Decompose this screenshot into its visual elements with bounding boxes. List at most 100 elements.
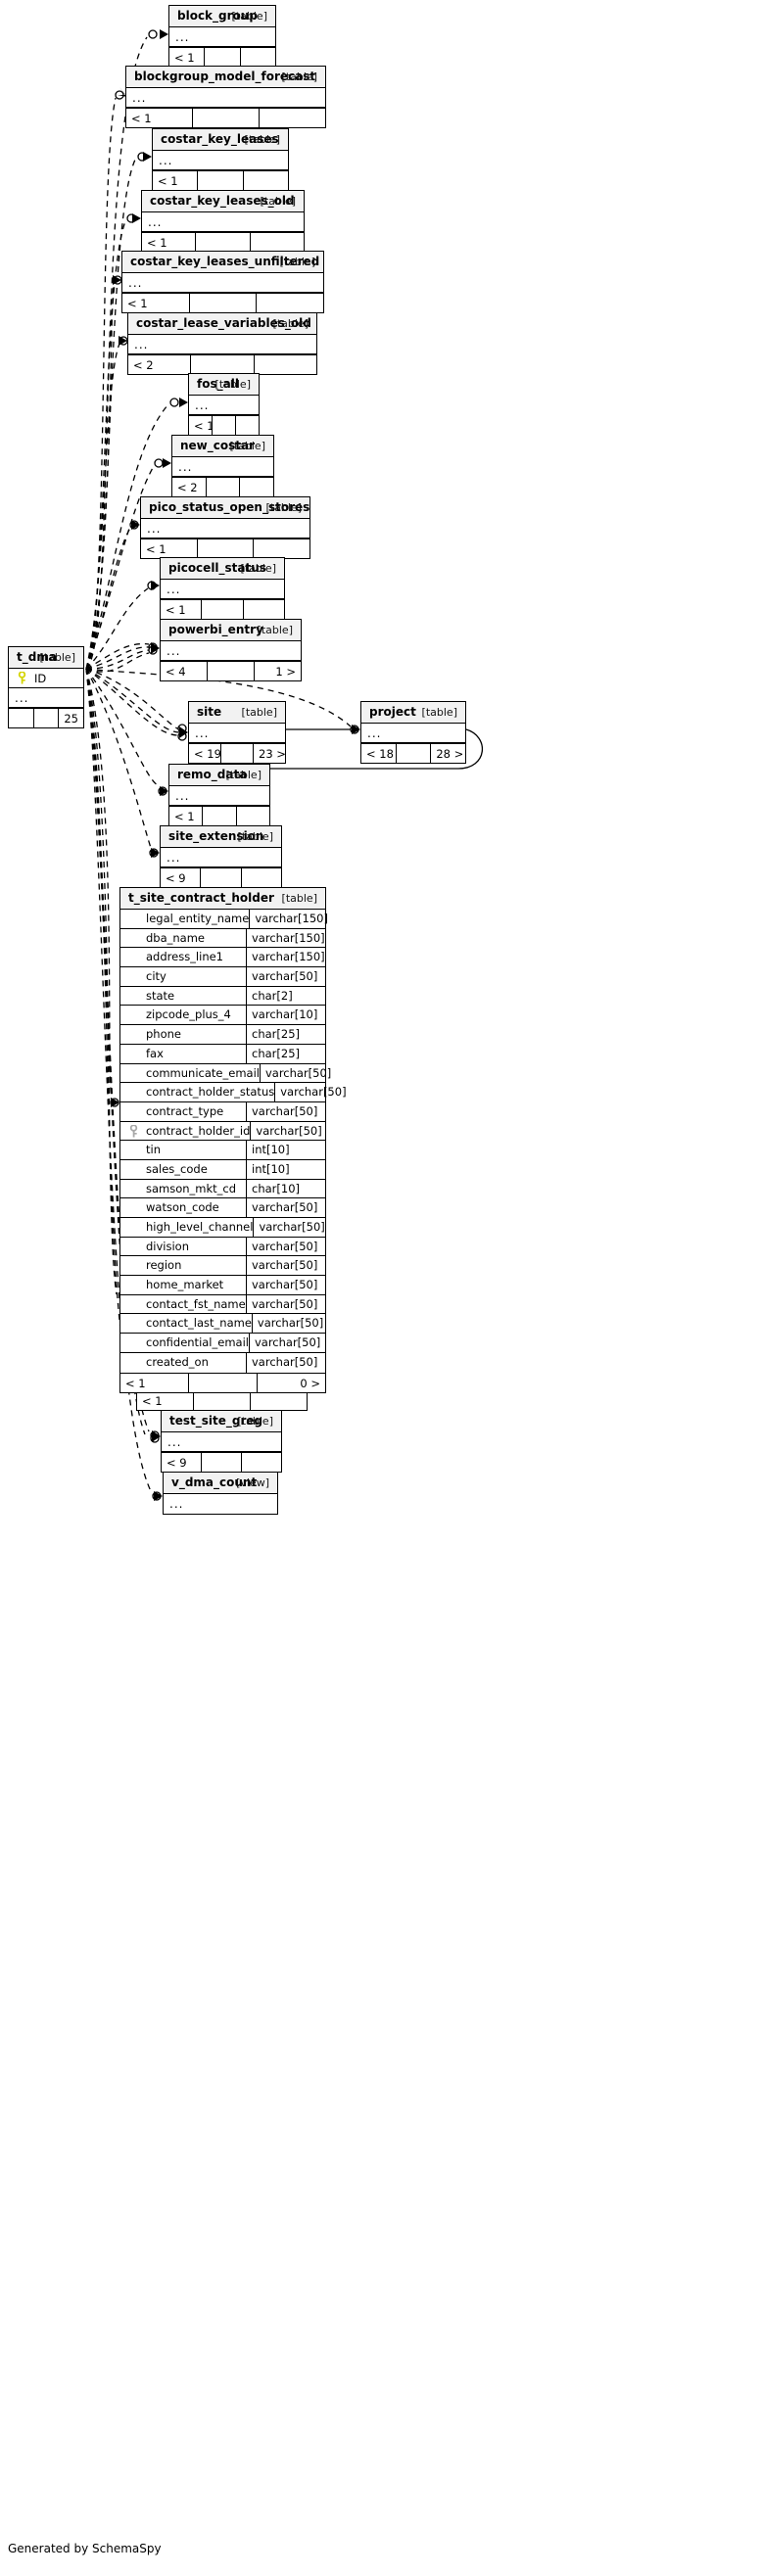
table-row-ellipsis: ... xyxy=(162,1432,281,1452)
table-node-block_group[interactable]: block_group[table]...< 1 xyxy=(168,5,276,68)
table-node-costar_lease_variables_old[interactable]: costar_lease_variables_old[table]...< 2 xyxy=(127,312,317,375)
table-node-new_costar[interactable]: new_costar[table]...< 2 xyxy=(171,435,274,497)
table-node-site_extension[interactable]: site_extension[table]...< 9 xyxy=(160,825,282,888)
table-header: v_dma_count[view] xyxy=(164,1473,277,1494)
footer-cell xyxy=(257,294,323,312)
table-node-test_site_greg[interactable]: test_site_greg[table]...< 9 xyxy=(161,1410,282,1473)
column-type: varchar[50] xyxy=(246,1256,325,1276)
table-name: t_site_contract_holder xyxy=(128,891,274,905)
footer-cell: 23 > xyxy=(259,747,285,761)
table-node-remo_data[interactable]: remo_data[table]...< 1 xyxy=(168,764,270,826)
table-name: remo_data xyxy=(177,768,248,781)
column-type: varchar[50] xyxy=(248,1334,328,1352)
table-kind: [table] xyxy=(244,133,280,146)
column-name: region xyxy=(146,1258,182,1273)
table-kind: [table] xyxy=(281,892,317,905)
ellipsis-label: ... xyxy=(175,30,190,44)
table-node-t_site_contract_holder[interactable]: t_site_contract_holder [table] legal_ent… xyxy=(119,887,347,1393)
footer-cell: 1 > xyxy=(275,665,296,679)
column-name: high_level_channel xyxy=(146,1220,254,1234)
table-name: pico_status_open_stores xyxy=(149,500,310,514)
table-footer: < 1 xyxy=(122,293,323,312)
table-name: picocell_status xyxy=(168,561,266,575)
footer-cell xyxy=(202,600,244,619)
footer-cell xyxy=(194,1391,251,1410)
table-header: powerbi_entry[table] xyxy=(161,620,301,641)
ellipsis-label: ... xyxy=(367,726,382,740)
table-footer: < 1 xyxy=(189,415,259,435)
table-name: costar_key_leases_unfiltered xyxy=(130,255,320,268)
table-kind: [table] xyxy=(260,195,296,208)
table-header: costar_key_leases[table] xyxy=(153,129,288,151)
table-node-costar_key_leases_old[interactable]: costar_key_leases_old[table]...< 1 xyxy=(141,190,305,253)
column-type: varchar[150] xyxy=(246,928,325,948)
ellipsis-label: ... xyxy=(175,789,190,803)
table-header: t_dma[table] xyxy=(9,647,83,669)
footer-cell xyxy=(201,868,242,887)
column-name: home_market xyxy=(146,1278,224,1292)
table-footer: < 9 xyxy=(162,1452,281,1472)
footer-cell xyxy=(242,1453,281,1472)
column-type: varchar[50] xyxy=(246,967,325,986)
table-kind: [table] xyxy=(225,769,262,781)
table-row-ellipsis: ... xyxy=(361,724,465,743)
table-node-picocell_status[interactable]: picocell_status[table]...< 1 xyxy=(160,557,285,620)
footer-cell: < 1 xyxy=(153,171,199,190)
table-row-ellipsis: ... xyxy=(161,580,284,599)
footer-cell xyxy=(202,1453,242,1472)
table-header: costar_key_leases_old[table] xyxy=(142,191,304,212)
column-type: varchar[50] xyxy=(246,1352,325,1373)
table-kind: [table] xyxy=(229,440,265,452)
footer-cell xyxy=(244,600,284,619)
column-name: state xyxy=(146,988,175,1003)
table-header: project[table] xyxy=(361,702,465,724)
footer-cell xyxy=(193,109,260,127)
generator-note: Generated by SchemaSpy xyxy=(8,2542,162,2555)
footer-cell: 0 > xyxy=(300,1376,320,1390)
table-footer: < 1 xyxy=(126,108,325,127)
footer-cell xyxy=(397,744,432,763)
table-node-t_dma[interactable]: t_dma[table]ID...25 > xyxy=(8,646,84,728)
footer-cell xyxy=(205,48,241,67)
column-type: varchar[50] xyxy=(259,1063,339,1083)
table-name: site xyxy=(197,705,222,719)
table-footer: < 1 xyxy=(142,232,304,252)
table-name: powerbi_entry xyxy=(168,623,263,636)
footer-cell xyxy=(242,868,281,887)
table-header: remo_data[table] xyxy=(169,765,269,786)
footer-cell: < 9 xyxy=(161,868,202,887)
table-kind: [table] xyxy=(237,1415,273,1428)
column-name: watson_code xyxy=(146,1200,219,1215)
table-node-fos_all[interactable]: fos_all[table]...< 1 xyxy=(188,373,260,436)
column-name: contact_fst_name xyxy=(146,1296,246,1311)
table-header: costar_key_leases_unfiltered[table] xyxy=(122,252,323,273)
table-header: block_group[table] xyxy=(169,6,275,27)
table-node-v_dma_count[interactable]: v_dma_count[view]... xyxy=(163,1472,278,1515)
table-node-blockgroup_model_forecast[interactable]: blockgroup_model_forecast[table]...< 1 xyxy=(125,66,326,128)
ellipsis-label: ... xyxy=(167,1435,182,1449)
table-footer: < 1 xyxy=(137,1390,307,1410)
footer-cell xyxy=(213,416,236,435)
column-name: zipcode_plus_4 xyxy=(146,1007,231,1022)
ellipsis-label: ... xyxy=(195,398,210,412)
table-node-costar_key_leases_unfiltered[interactable]: costar_key_leases_unfiltered[table]...< … xyxy=(121,251,324,313)
table-node-costar_key_leases[interactable]: costar_key_leases[table]...< 1 xyxy=(152,128,289,191)
table-node-pico_status_open_stores[interactable]: pico_status_open_stores[table]...< 1 xyxy=(140,496,310,559)
